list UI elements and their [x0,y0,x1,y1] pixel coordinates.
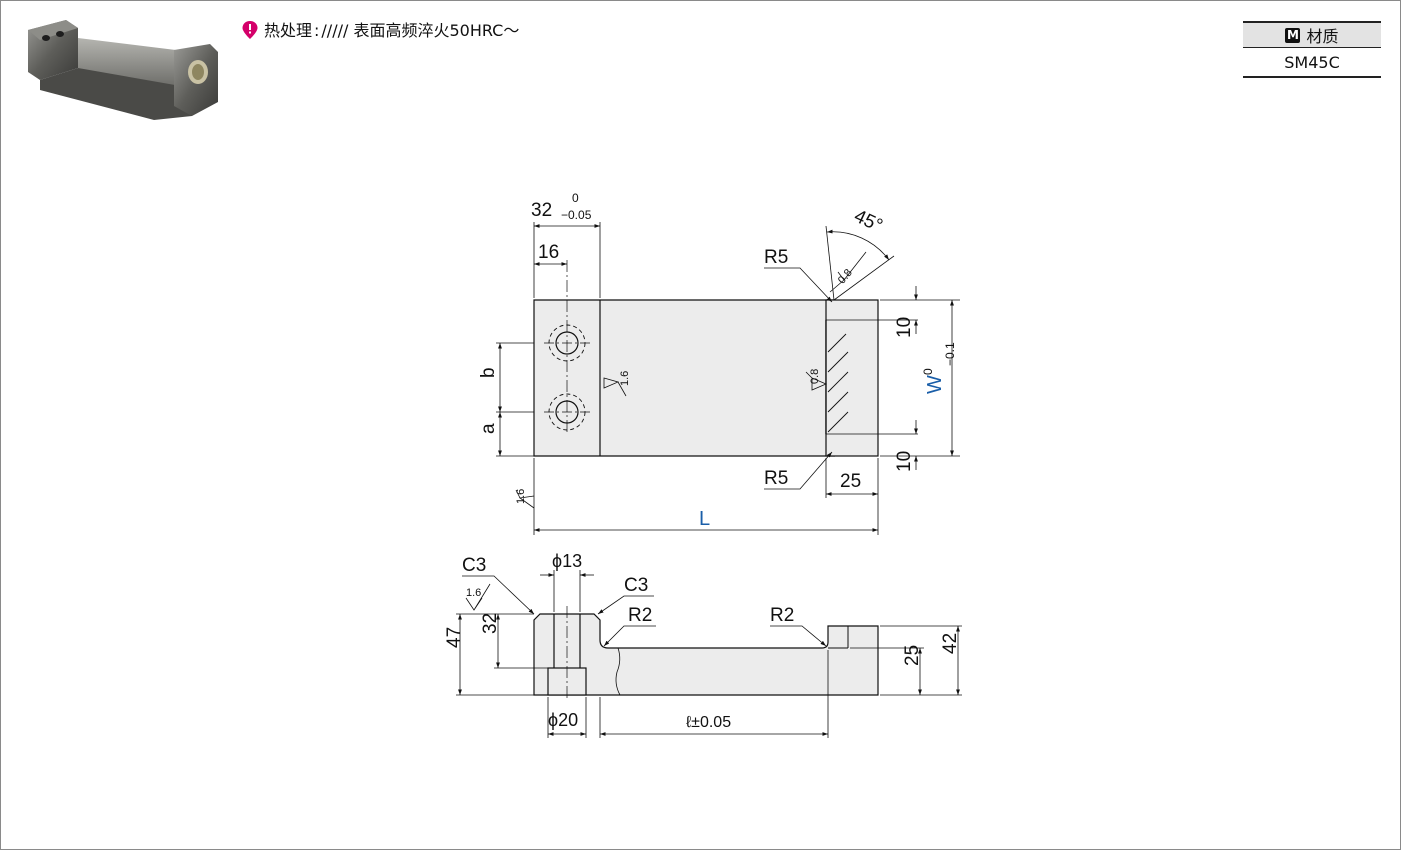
roughness-symbol-side [465,583,491,611]
material-value: SM45C [1243,48,1381,78]
c3-left-label: C3 [462,555,486,576]
top-view-end-block [825,299,879,457]
dim-w-label: W [924,375,946,394]
c3-right-label: C3 [624,575,648,596]
material-header-label: 材质 [1306,27,1339,46]
phi20-label: ϕ20 [548,710,578,730]
r2-right-label: R2 [770,605,794,626]
roughness-symbol-slope [829,251,867,293]
roughness-symbol-top [603,377,627,397]
dim-32-tol-lower: −0.05 [561,208,592,222]
dim-16-label: 16 [538,242,559,263]
dim-10-top-label: 10 [894,317,915,338]
roughness-symbol-face [805,371,828,391]
heat-treatment-value: 表面高频淬火50HRC～ [353,21,520,40]
heat-treatment-colon: : [314,21,320,40]
dim-32-tol-upper: 0 [572,191,579,205]
heat-treatment-label: 热处理 [264,21,313,40]
r2-left-label: R2 [628,605,652,626]
roughness-16-side: 1.6 [466,587,481,599]
dim-L-label: L [699,508,710,530]
dim-32-side-label: 32 [480,613,501,634]
angle-45-label: 45° [851,206,886,237]
dim-32-label: 32 [531,200,552,221]
side-view-labels: C3 C3 ϕ13 1.6 R2 R2 47 32 42 25 ϕ20 ℓ±0.… [444,551,961,731]
material-header: M 材质 [1243,21,1381,48]
roughness-08-face: 0.8 [809,369,821,384]
roughness-16-top: 1.6 [619,371,631,386]
dim-25-label: 25 [840,471,861,492]
top-view [496,222,960,535]
r5-top-label: R5 [764,247,788,268]
slope-hatch [827,333,849,433]
roughness-symbol-corner [515,489,535,509]
side-view [456,570,962,738]
dim-47-label: 47 [444,627,465,648]
dim-a-label: a [478,423,499,434]
dim-42-label: 42 [940,633,961,654]
dim-25-side-label: 25 [902,645,923,666]
side-view-outline [533,613,879,696]
top-view-outline [533,299,836,457]
dim-w-tol-upper: 0 [921,368,935,375]
dim-w-tol-lower: −0.1 [943,342,957,366]
roughness-16-corner: 1.6 [515,489,527,504]
heat-treatment-note: 热处理:///// 表面高频淬火50HRC～ [242,20,519,42]
hatch-symbol: ///// [321,21,349,40]
material-badge-icon: M [1285,27,1301,43]
location-pin-icon [242,21,258,39]
dim-10-bottom-label: 10 [894,451,915,472]
product-photo [28,20,218,120]
dim-l-label: ℓ±0.05 [686,714,731,731]
material-table: M 材质 SM45C [1243,21,1381,78]
dim-b-label: b [478,367,499,378]
r5-bottom-label: R5 [764,468,788,489]
phi13-label: ϕ13 [552,551,582,571]
